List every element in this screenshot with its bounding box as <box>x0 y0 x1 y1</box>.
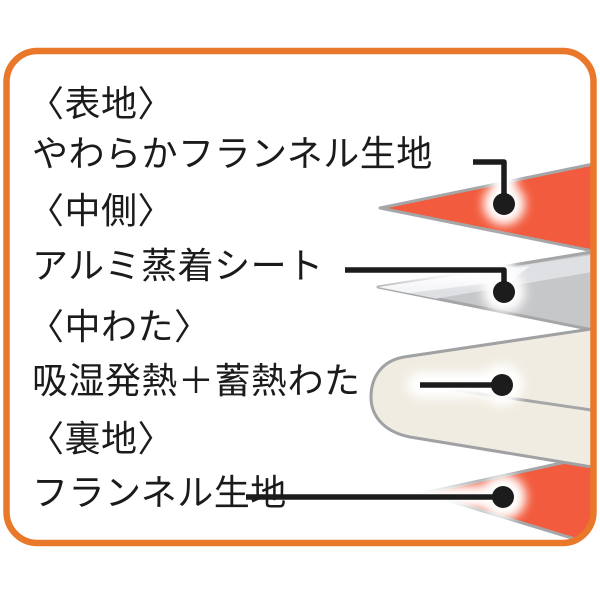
layer-heading-lining: 〈裏地〉 <box>28 418 175 459</box>
layer-value-middle: アルミ蒸着シート <box>32 245 324 286</box>
callout-dot-lining <box>492 486 514 508</box>
callout-dot-aluminum <box>493 281 515 303</box>
layer-value-outer: やわらかフランネル生地 <box>32 133 433 174</box>
callout-dot-group <box>491 193 515 508</box>
layer-heading-batting: 〈中わた〉 <box>28 306 211 347</box>
layer-heading-middle: 〈中側〉 <box>28 190 175 231</box>
leader-line-outer <box>473 159 507 204</box>
layer-value-lining: フランネル生地 <box>32 472 287 513</box>
callout-dot-outer <box>493 193 515 215</box>
layer-heading-outer: 〈表地〉 <box>28 83 175 124</box>
callout-dot-batting <box>491 374 513 396</box>
frame-border <box>3 47 597 547</box>
layer-value-batting: 吸湿発熱＋蓄熱わた <box>32 360 361 401</box>
